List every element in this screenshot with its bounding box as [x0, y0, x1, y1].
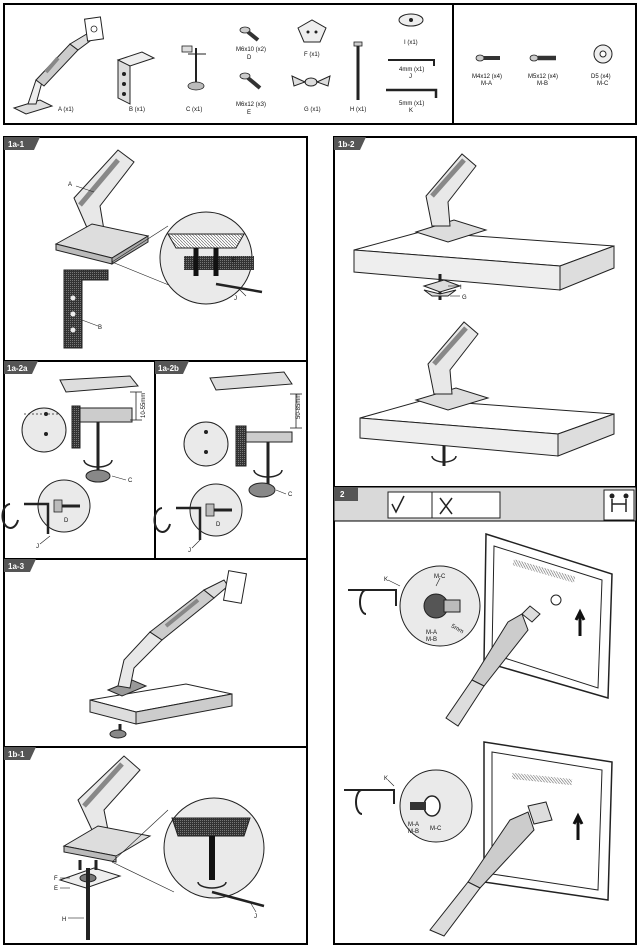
panel-1a-2a-label-d: D [64, 518, 69, 524]
part-mb-label: M-B [537, 81, 548, 87]
part-i-label: I (x1) [404, 40, 418, 46]
panel-1a-2a-label-c: C [128, 478, 133, 484]
panel-1b-2-tag: 1b-2 [338, 140, 355, 149]
panel-2: 2 [333, 486, 637, 945]
part-f-plate-illustration [297, 19, 327, 43]
part-f-label: F (x1) [304, 52, 320, 58]
panel-1a-1-label-a: A [68, 182, 72, 188]
part-j-hexkey-illustration [388, 59, 435, 66]
part-h-bolt-illustration [353, 41, 363, 100]
panel-1a-2b-label-c: C [288, 492, 293, 498]
part-d-label: D [247, 55, 252, 61]
part-g-wingnut-illustration [291, 75, 331, 87]
panel-2-label-ma-lower: M-A [408, 822, 419, 828]
part-j-label: J [409, 74, 412, 80]
part-mc-spec: D5 (x4) [591, 74, 611, 80]
panel-1a-2b: 1a-2b [153, 360, 308, 560]
panel-1a-2a-range: 10-55mm [141, 393, 147, 418]
panel-1a-2a: 1a-2a [1, 360, 156, 560]
panel-1b-1-tag: 1b-1 [8, 750, 25, 759]
part-e-screw-illustration [239, 72, 262, 90]
panel-1a-3-tag: 1a-3 [8, 562, 25, 571]
panel-1a-1-label-j: J [234, 296, 237, 302]
panel-1a-2b-label-d: D [216, 522, 221, 528]
part-g-label: G (x1) [304, 107, 321, 113]
part-b-plate-illustration [116, 51, 156, 105]
panel-1a-2a-label-j: J [36, 544, 39, 550]
part-mc-label: M-C [597, 81, 609, 87]
panel-1a-2b-range: 50-85mm [296, 394, 302, 419]
panel-1b-2-label-i: I [460, 285, 462, 291]
panel-2-tag: 2 [340, 490, 345, 499]
part-c-clamp-screw-illustration [181, 45, 206, 91]
part-ma-screw-illustration [475, 54, 500, 62]
panel-2-label-ma-upper: M-A [426, 630, 437, 636]
panel-1b-1-label-h: H [62, 917, 66, 923]
panel-1b-1-label-f: F [54, 876, 58, 882]
panel-2-label-mb-upper: M-B [426, 637, 437, 643]
part-d-spec: M6x10 (x2) [236, 47, 266, 53]
panel-2-label-k-upper: K [384, 577, 388, 583]
part-k-hexkey-illustration [386, 88, 438, 98]
panel-1b-1-label-e: E [54, 886, 58, 892]
panel-1a-1-label-e: E [232, 258, 236, 264]
part-ma-spec: M4x12 (x4) [472, 74, 502, 80]
part-i-disk-illustration [398, 13, 424, 27]
part-j-spec: 4mm (x1) [399, 67, 424, 73]
part-k-label: K [409, 108, 413, 114]
part-c-label: C (x1) [186, 107, 202, 113]
panel-2-label-mc-upper: M-C [434, 574, 446, 580]
part-e-label: E [247, 110, 251, 116]
panel-1a-1: 1a-1 [3, 136, 308, 362]
panel-1a-1-label-b: B [98, 325, 102, 331]
panel-2-label-k-lower: K [384, 776, 388, 782]
panel-1a-2b-label-j: J [188, 548, 191, 554]
part-e-spec: M6x12 (x3) [236, 102, 266, 108]
panel-1a-3: 1a-3 [3, 558, 308, 748]
part-h-label: H (x1) [350, 107, 366, 113]
part-b-label: B (x1) [129, 107, 145, 113]
panel-2-dimension: 5mm [450, 624, 465, 636]
panel-1b-1: 1b-1 [3, 746, 308, 945]
panel-1a-2a-tag: 1a-2a [7, 364, 28, 373]
part-mb-screw-illustration [529, 54, 556, 62]
part-ma-label: M-A [481, 81, 492, 87]
panel-1b-1-label-j: J [254, 914, 257, 920]
part-d-screw-illustration [239, 26, 260, 42]
part-a-label: A (x1) [58, 107, 74, 113]
panel-1a-2b-tag: 1a-2b [158, 364, 179, 373]
part-k-spec: 5mm (x1) [399, 101, 424, 107]
part-a-arm-illustration [12, 16, 105, 115]
part-mb-spec: M5x12 (x4) [528, 74, 558, 80]
panel-2-label-mb-lower: M-B [408, 829, 419, 835]
panel-2-label-mc-lower: M-C [430, 826, 442, 832]
part-mc-washer-illustration [593, 44, 613, 64]
panel-1a-1-tag: 1a-1 [8, 140, 25, 149]
panel-1b-2-label-g: G [462, 295, 467, 301]
panel-1b-2: 1b-2 [333, 136, 637, 488]
